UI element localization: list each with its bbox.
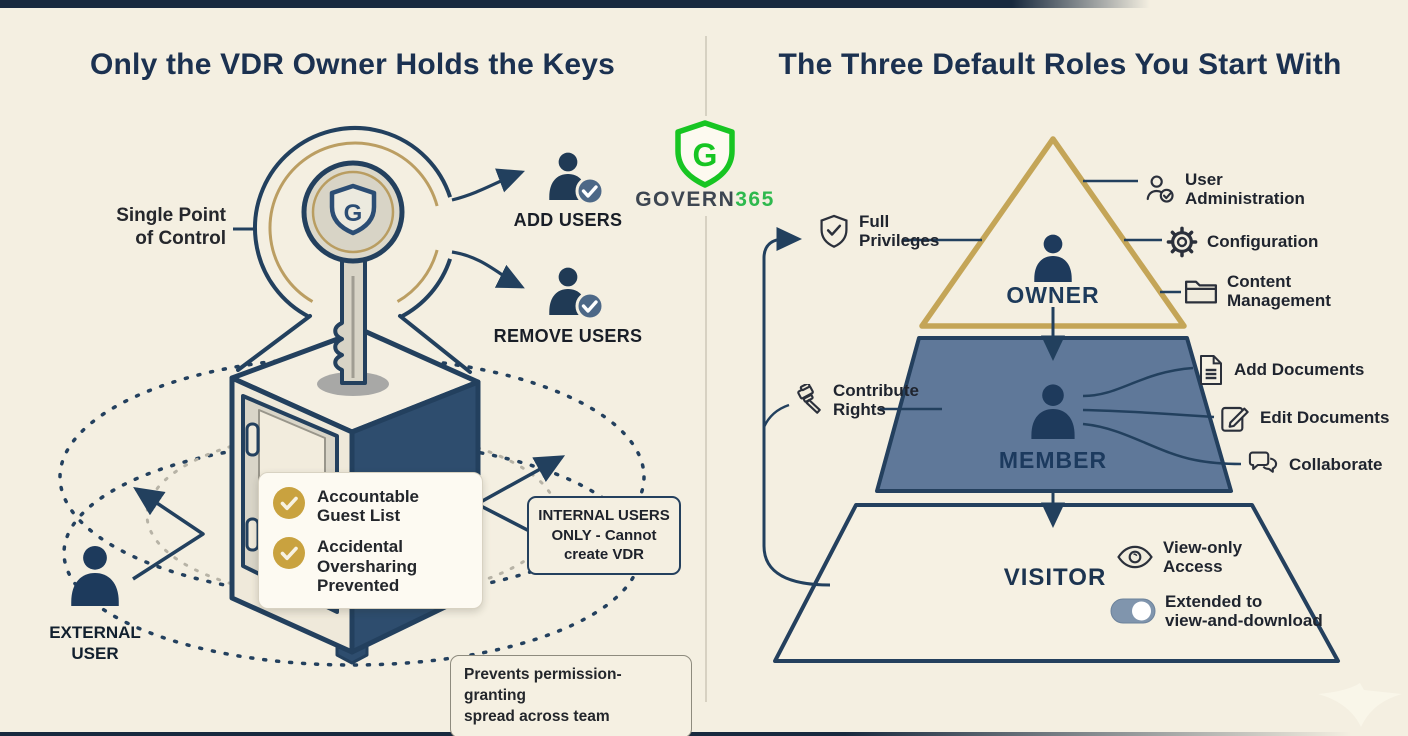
single-point-label: Single Point of Control [116, 205, 226, 250]
checklist-item-label: Accountable Guest List [317, 487, 420, 526]
prevention-note: Prevents permission-granting spread acro… [450, 655, 692, 736]
top-border-strip [0, 0, 1150, 8]
brand-name: GOVERN [635, 188, 736, 211]
bird-watermark [1318, 683, 1402, 727]
gold-check-icon [273, 537, 305, 570]
shield-check-icon [820, 215, 848, 249]
checklist-item: Accidental Oversharing Prevented [272, 536, 472, 595]
right-panel-title: The Three Default Roles You Start With [778, 48, 1342, 81]
eye-icon [1117, 546, 1153, 569]
external-deflect-arrow [132, 487, 205, 581]
key-monogram: G [344, 200, 363, 227]
privileges-bracket [762, 227, 831, 587]
add-users-icon [549, 152, 605, 206]
toggle-icon [1110, 598, 1156, 624]
checklist-item-label: Accidental Oversharing Prevented [317, 537, 418, 595]
owner-person-icon [1034, 234, 1072, 282]
pyramid [773, 136, 1340, 663]
halo-guides [236, 314, 472, 374]
feature-content-management: Content Management [1184, 272, 1331, 311]
folder-icon [1184, 281, 1218, 304]
vault-hinge [245, 422, 260, 457]
feature-user-administration: User Administration [1144, 170, 1305, 209]
internal-users-note: INTERNAL USERS ONLY - Cannot create VDR [527, 496, 681, 575]
full-privileges-label: Full Privileges [818, 212, 939, 251]
edit-icon [1221, 406, 1249, 432]
key-halo [253, 126, 453, 319]
key-illustration: G [301, 160, 405, 385]
gavel-icon [797, 384, 821, 415]
gear-icon [1166, 226, 1198, 258]
document-icon [1200, 355, 1222, 385]
role-member-label: MEMBER [998, 447, 1108, 473]
feature-collaborate: Collaborate [1246, 450, 1383, 480]
role-owner-label: OWNER [1006, 282, 1100, 308]
external-user-label: EXTERNAL USER [49, 623, 141, 664]
add-users-label: ADD USERS [513, 210, 623, 230]
bracket-branch [762, 403, 790, 428]
logo-monogram: G [693, 137, 718, 173]
external-user-icon [71, 545, 119, 606]
bottom-border-strip [0, 732, 1408, 736]
remove-users-label: REMOVE USERS [493, 326, 643, 346]
checklist-item: Accountable Guest List [272, 486, 472, 525]
feature-add-documents: Add Documents [1197, 354, 1364, 386]
role-visitor-label: VISITOR [1003, 564, 1107, 591]
feature-connectors [880, 179, 1242, 466]
feature-extended-download: Extended to view-and-download [1110, 592, 1323, 631]
remove-users-icon [549, 267, 605, 321]
vault-hinge [245, 517, 260, 552]
feature-view-only: View-only Access [1116, 538, 1242, 577]
contribute-rights-label: Contribute Rights [790, 381, 919, 420]
user-admin-icon [1146, 175, 1174, 203]
visitor-band [773, 503, 1340, 663]
brand-wordmark: GOVERN365 [625, 188, 785, 212]
left-panel-title: Only the VDR Owner Holds the Keys [89, 48, 616, 81]
feature-configuration: Configuration [1166, 226, 1318, 258]
arrow-to-add-users [451, 168, 525, 202]
gold-check-icon [273, 487, 305, 519]
brand-logo-shield: G [675, 120, 735, 188]
brand-suffix: 365 [735, 188, 775, 211]
arrow-to-remove-users [451, 250, 525, 289]
guardrails-card: Accountable Guest List Accidental Oversh… [258, 472, 483, 610]
chat-icon [1248, 451, 1278, 473]
key-shield [329, 183, 377, 236]
feature-edit-documents: Edit Documents [1219, 402, 1389, 434]
